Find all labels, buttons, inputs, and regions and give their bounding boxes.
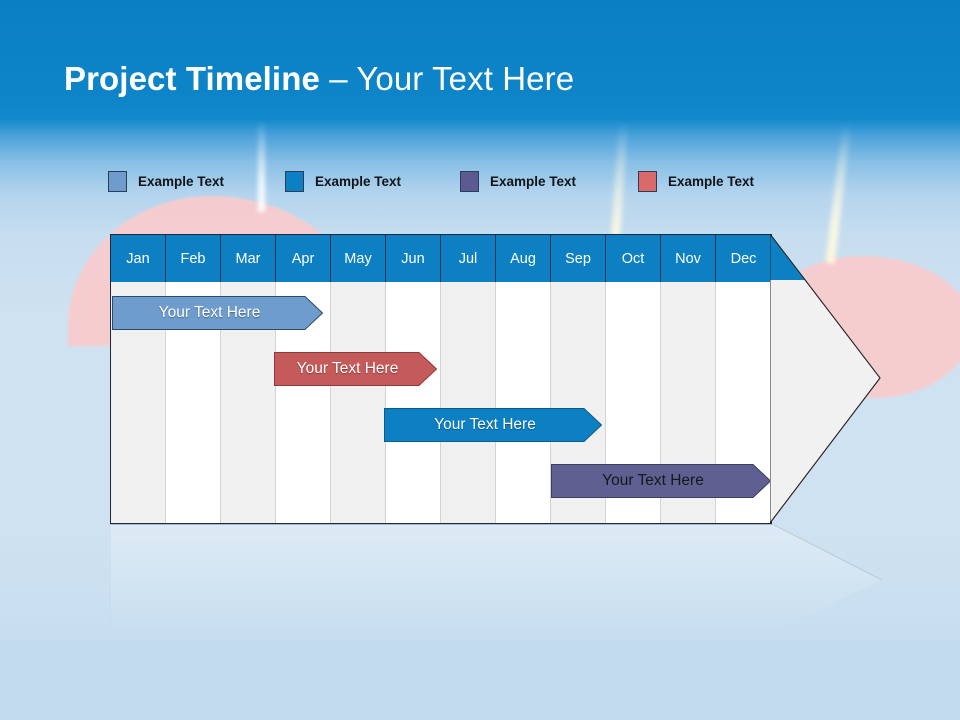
legend-item-1[interactable]: Example Text [108,168,224,194]
month-header-dec[interactable]: Dec [716,235,771,282]
timeline-column-jan [111,235,166,523]
page-title-strong: Project Timeline [64,60,320,97]
month-header-sep[interactable]: Sep [551,235,606,282]
legend-item-2[interactable]: Example Text [285,168,401,194]
timeline-bar-4[interactable]: Your Text Here [551,464,771,498]
legend-item-label: Example Text [138,173,225,189]
background-bottom-band [0,640,960,720]
timeline-column-jun [386,235,441,523]
timeline-column-feb [166,235,221,523]
timeline-column-jul [441,235,496,523]
timeline-bar-label: Your Text Here [296,360,399,377]
month-header-jun[interactable]: Jun [386,235,441,282]
legend-item-label: Example Text [490,173,577,189]
timeline-arrow-point [770,234,882,524]
legend-item-3[interactable]: Example Text [460,168,576,194]
bar-shape-icon [384,408,602,442]
timeline-bar-2[interactable]: Your Text Here [274,352,437,386]
legend-item-label: Example Text [315,173,402,189]
month-header-mar[interactable]: Mar [221,235,276,282]
legend-item-4[interactable]: Example Text [638,168,754,194]
timeline-bar-label: Your Text Here [602,472,704,489]
month-header-aug[interactable]: Aug [496,235,551,282]
month-header-apr[interactable]: Apr [276,235,331,282]
month-header-feb[interactable]: Feb [166,235,221,282]
legend-swatch-icon [460,170,479,192]
timeline-column-mar [221,235,276,523]
bar-shape-icon [274,352,437,386]
month-header-oct[interactable]: Oct [606,235,661,282]
timeline-column-aug [496,235,551,523]
timeline-bar-3[interactable]: Your Text Here [384,408,602,442]
timeline-bar-1[interactable]: Your Text Here [112,296,323,330]
legend-swatch-icon [108,170,127,192]
month-header-nov[interactable]: Nov [661,235,716,282]
timeline-column-oct [606,235,661,523]
month-header-may[interactable]: May [331,235,386,282]
bar-shape-icon [551,464,771,498]
timeline-bar-label: Your Text Here [434,416,536,433]
month-header-jan[interactable]: Jan [111,235,166,282]
month-header-jul[interactable]: Jul [441,235,496,282]
bar-shape-icon [112,296,323,330]
legend-item-label: Example Text [668,173,755,189]
legend-swatch-icon [638,170,657,192]
timeline-bar-label: Your Text Here [158,304,261,321]
page-title: Project Timeline – Your Text Here [64,57,574,101]
legend-swatch-icon [285,170,304,192]
page-title-light: – Your Text Here [319,60,575,97]
legend: Example Text Example Text Example Text Exam… [108,168,828,194]
